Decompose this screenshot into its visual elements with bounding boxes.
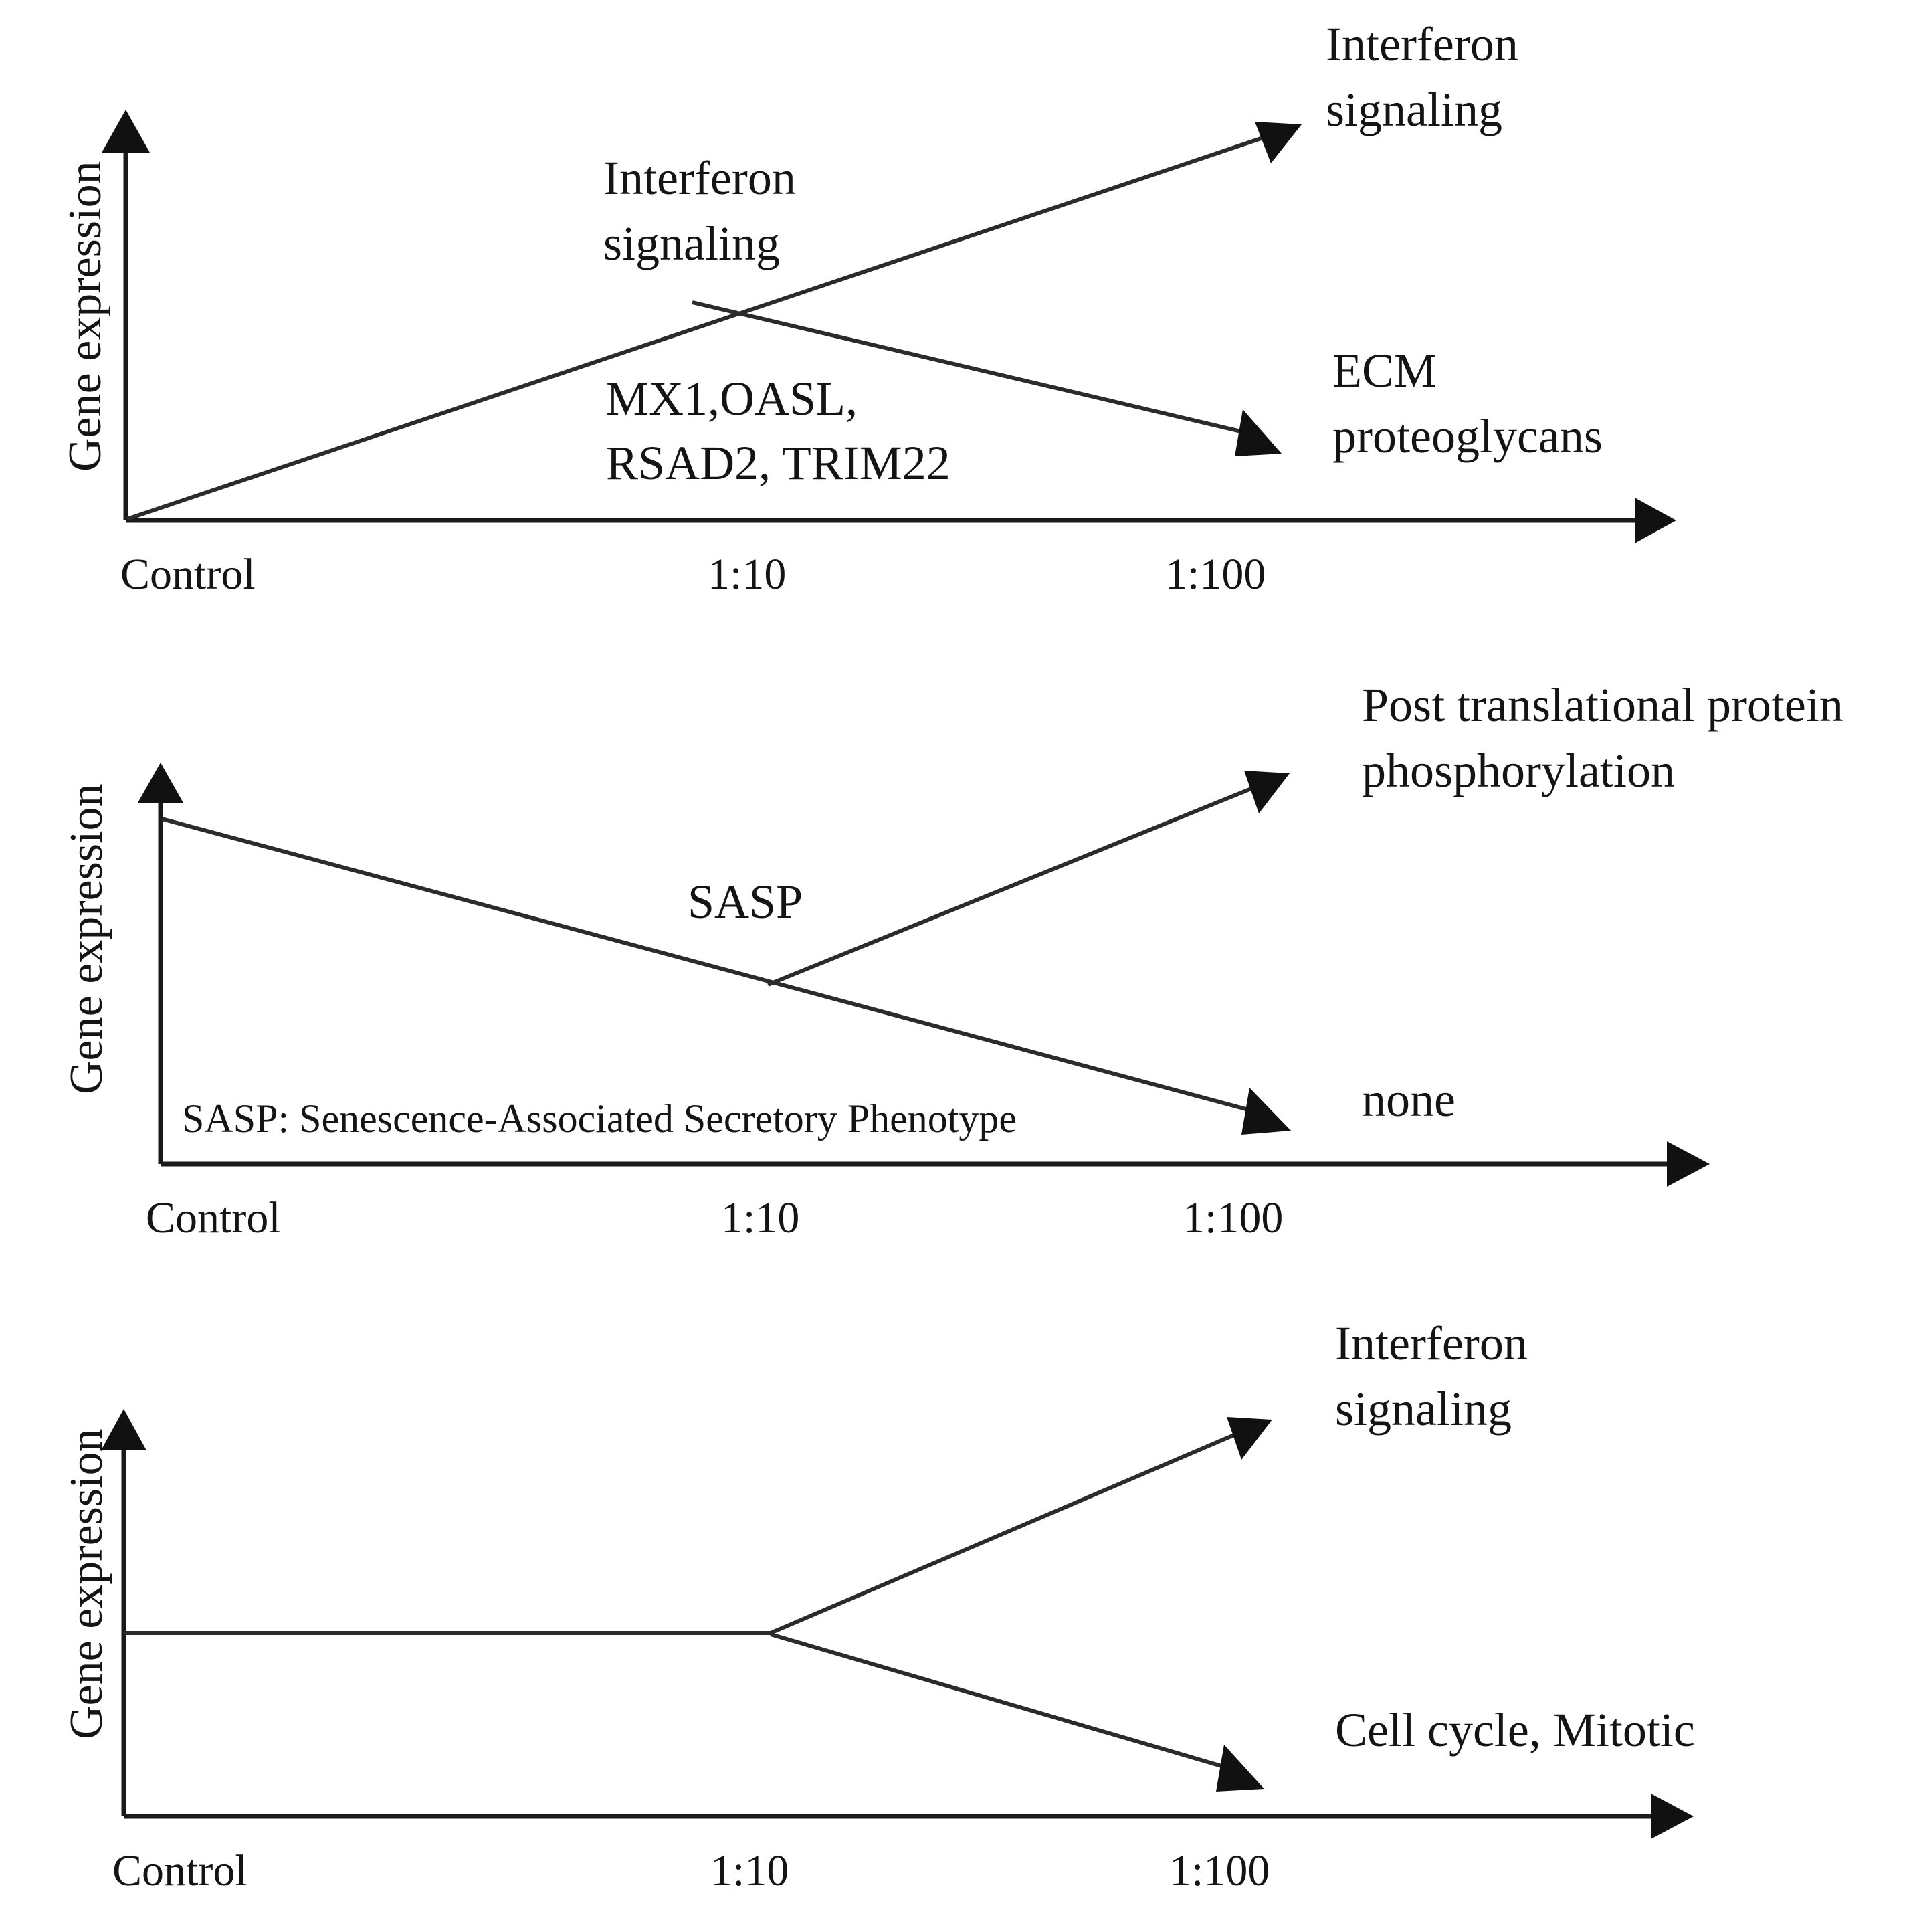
panel-3-xtick-control: Control: [112, 1846, 247, 1895]
panel-3-x-axis-arrowhead: [1651, 1794, 1694, 1839]
panel-2-y-axis-title: Gene expression: [61, 783, 112, 1094]
panel-2-falling-arrowhead: [1241, 1088, 1291, 1135]
panel-2-legend-note: SASP: Senescence-Associated Secretory Ph…: [182, 1096, 1017, 1141]
panel-2-xtick-1-100: 1:100: [1183, 1193, 1283, 1242]
panel-1-gene-list-line1: MX1,OASL,: [606, 372, 858, 425]
panel-2-endpoint-up-line1: Post translational protein: [1362, 678, 1843, 732]
panel-3-y-axis-title: Gene expression: [61, 1428, 112, 1739]
panel-1-x-axis-arrowhead: [1635, 498, 1676, 543]
panel-1-xtick-1-10: 1:10: [708, 550, 786, 599]
panel-1-gene-list-line2: RSAD2, TRIM22: [606, 436, 950, 490]
panel-1-xtick-control: Control: [120, 550, 256, 599]
panel-1-endpoint-down-line1: ECM: [1332, 344, 1437, 397]
panel-1-y-axis-title: Gene expression: [60, 161, 111, 472]
panel-1-inner-annotation-line2: signaling: [603, 217, 780, 270]
panel-1-endpoint-up-line1: Interferon: [1326, 17, 1518, 71]
panel-1-y-axis-arrowhead: [102, 110, 150, 153]
panel-3-xtick-1-100: 1:100: [1169, 1846, 1270, 1895]
panel-1: Gene expression Interferon signaling MX1…: [60, 17, 1676, 599]
panel-3-falling-line: [770, 1632, 1231, 1771]
panel-2-y-axis-arrowhead: [138, 763, 183, 803]
panel-1-falling-line: [692, 300, 1250, 436]
panel-3-xtick-1-10: 1:10: [710, 1846, 789, 1895]
panel-2-rising-line: [767, 785, 1258, 987]
panel-2-xtick-control: Control: [146, 1193, 281, 1242]
panel-2-x-axis-arrowhead: [1667, 1141, 1710, 1187]
panel-2-endpoint-up-line2: phosphorylation: [1362, 744, 1675, 797]
panel-3-endpoint-down: Cell cycle, Mitotic: [1335, 1703, 1695, 1757]
panel-1-rising-line: [126, 133, 1272, 521]
panel-2-endpoint-down: none: [1362, 1073, 1455, 1127]
panel-1-endpoint-down-line2: proteoglycans: [1332, 409, 1603, 463]
panel-3-rising-line: [769, 1431, 1240, 1635]
panel-3-y-axis-arrowhead: [101, 1409, 146, 1450]
panel-1-xtick-1-100: 1:100: [1165, 550, 1266, 599]
panel-3-falling-arrowhead: [1216, 1745, 1264, 1792]
panel-2: Gene expression SASP SASP: Senescence-As…: [61, 678, 1843, 1242]
panel-2-rising-arrowhead: [1244, 771, 1290, 813]
panel-3: Gene expression Interferon signaling Cel…: [61, 1317, 1695, 1895]
panel-3-endpoint-up-line1: Interferon: [1335, 1317, 1528, 1370]
panel-1-falling-arrowhead: [1235, 409, 1282, 456]
panel-2-inner-annotation: SASP: [688, 875, 803, 929]
panel-3-rising-arrowhead: [1227, 1417, 1272, 1460]
panel-1-inner-annotation-line1: Interferon: [603, 151, 796, 205]
panel-1-rising-arrowhead: [1255, 122, 1302, 163]
panel-2-xtick-1-10: 1:10: [721, 1193, 799, 1242]
panel-3-endpoint-up-line2: signaling: [1335, 1382, 1512, 1436]
panel-1-endpoint-up-line2: signaling: [1326, 83, 1502, 136]
panel-2-falling-line: [161, 817, 1257, 1114]
